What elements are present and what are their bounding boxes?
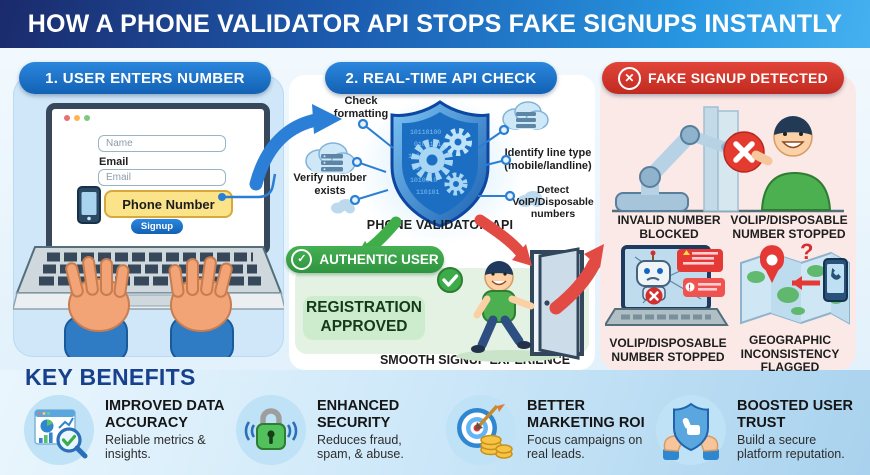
step1-header-label: 1. USER ENTERS NUMBER: [45, 69, 245, 87]
minimize-dot-icon: [74, 115, 80, 121]
close-dot-icon: [64, 115, 70, 121]
panel-step1: Email Phone Number Signup: [13, 75, 284, 357]
window-controls: [64, 115, 90, 121]
phone-validator-api-label: PHONE VALIDATOR API: [366, 218, 514, 232]
phone-input[interactable]: Phone Number: [104, 190, 233, 218]
identify-line-type-label: Identify line type (mobile/landline): [504, 147, 592, 172]
name-input[interactable]: [98, 135, 226, 152]
blocked-x-icon: [723, 131, 765, 173]
registration-approved-badge: REGISTRATION APPROVED: [303, 296, 425, 340]
alert-bubbles: !: [677, 249, 725, 297]
benefit-title: IMPROVED DATA ACCURACY: [105, 398, 224, 431]
step3-header-label: FAKE SIGNUP DETECTED: [648, 70, 828, 86]
benefit-title: BETTER MARKETING ROI: [527, 398, 645, 431]
benefit-improved-accuracy: IMPROVED DATA ACCURACY Reliable metrics …: [24, 390, 229, 470]
detect-voip-label: Detect VoIP/Disposable numbers: [512, 184, 594, 220]
outcome-invalid-number: INVALID NUMBER BLOCKED: [617, 213, 721, 241]
cloud-icon: [331, 199, 355, 214]
chart-magnifier-icon: [24, 395, 94, 465]
benefit-desc: Focus campaigns on real leads.: [527, 432, 643, 462]
email-input[interactable]: [98, 169, 226, 186]
robot-blocking-illustration: [612, 106, 844, 213]
step2-header-label: 2. REAL-TIME API CHECK: [345, 69, 537, 87]
benefit-enhanced-security: ENHANCED SECURITY Reduces fraud, spam, &…: [236, 390, 441, 470]
laptop-hands-illustration: [13, 246, 284, 357]
check-circle-icon: ✓: [291, 249, 313, 270]
benefit-desc: Reliable metrics & insights.: [105, 432, 206, 462]
page-title: HOW A PHONE VALIDATOR API STOPS FAKE SIG…: [27, 9, 843, 38]
check-formatting-label: Check formatting: [333, 95, 389, 120]
voip-robot-laptop-illustration: !: [605, 245, 729, 326]
svg-text:1010010: 1010010: [410, 177, 437, 184]
benefit-title: BOOSTED USER TRUST: [737, 398, 854, 431]
walking-user: [471, 261, 535, 353]
approved-check-icon: [437, 267, 463, 293]
benefit-title: ENHANCED SECURITY: [317, 398, 400, 431]
phone-icon: [823, 258, 848, 302]
signup-button[interactable]: Signup: [131, 219, 183, 234]
authentic-user-label: AUTHENTIC USER: [319, 252, 439, 267]
cloud-server-icon: [502, 101, 549, 130]
step2-header: 2. REAL-TIME API CHECK: [325, 62, 557, 94]
target-coins-icon: [446, 395, 516, 465]
outcome-voip-stopped-bottom: VOLIP/DISPOSABLE NUMBER STOPPED: [609, 336, 727, 364]
step3-header: ✕ FAKE SIGNUP DETECTED: [602, 62, 844, 94]
benefits-heading: KEY BENEFITS: [25, 364, 196, 390]
x-circle-icon: ✕: [618, 66, 641, 90]
svg-text:10110100: 10110100: [410, 129, 441, 136]
title-banner: HOW A PHONE VALIDATOR API STOPS FAKE SIG…: [0, 0, 870, 48]
outcome-geo-flagged: GEOGRAPHIC INCONSISTENCY FLAGGED: [740, 333, 840, 375]
benefit-desc: Build a secure platform reputation.: [737, 432, 845, 462]
authentic-user-badge: ✓ AUTHENTIC USER: [286, 246, 444, 273]
location-pin-icon: [760, 245, 784, 283]
svg-text:110101: 110101: [416, 189, 440, 196]
benefit-marketing-roi: BETTER MARKETING ROI Focus campaigns on …: [446, 390, 651, 470]
question-mark-icon: ?: [800, 243, 813, 264]
shield-thumbsup-icon: [656, 395, 726, 465]
geo-map-illustration: ?: [740, 243, 850, 325]
cloud-icon: [517, 191, 543, 207]
email-label: Email: [99, 156, 129, 168]
user-entering-door-illustration: [437, 247, 584, 362]
maximize-dot-icon: [84, 115, 90, 121]
laptop-screen: Email Phone Number Signup: [46, 103, 270, 255]
svg-text:!: !: [688, 284, 691, 293]
padlock-icon: [236, 395, 306, 465]
right-hand: [168, 256, 234, 357]
left-hand: [64, 256, 130, 357]
verify-number-label: Verify number exists: [293, 172, 367, 197]
gears-icon: [411, 128, 472, 196]
smartphone-icon: [77, 186, 101, 224]
step1-header: 1. USER ENTERS NUMBER: [19, 62, 271, 94]
outcome-voip-stopped-top: VOLIP/DISPOSABLE NUMBER STOPPED: [730, 213, 848, 241]
benefit-user-trust: BOOSTED USER TRUST Build a secure platfo…: [656, 390, 861, 470]
happy-user: [751, 116, 832, 211]
benefit-desc: Reduces fraud, spam, & abuse.: [317, 432, 404, 462]
